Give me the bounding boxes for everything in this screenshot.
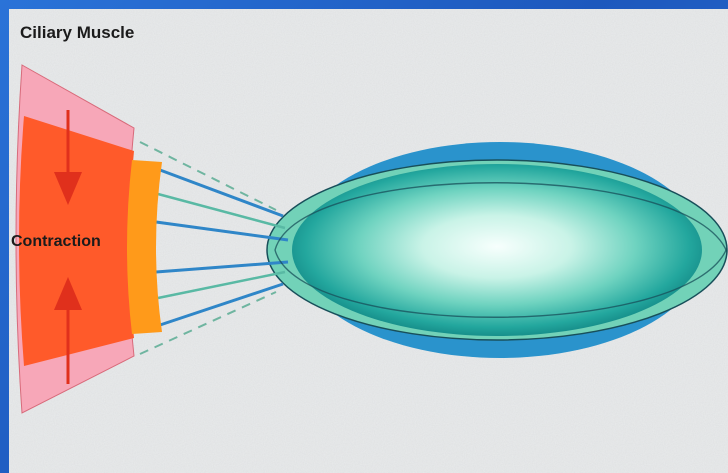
- lens: [292, 164, 702, 336]
- eye-diagram: [9, 9, 728, 473]
- contraction-label: Contraction: [11, 233, 101, 251]
- diagram-title: Ciliary Muscle: [20, 23, 134, 43]
- diagram-canvas: Ciliary Muscle Contraction: [9, 9, 728, 473]
